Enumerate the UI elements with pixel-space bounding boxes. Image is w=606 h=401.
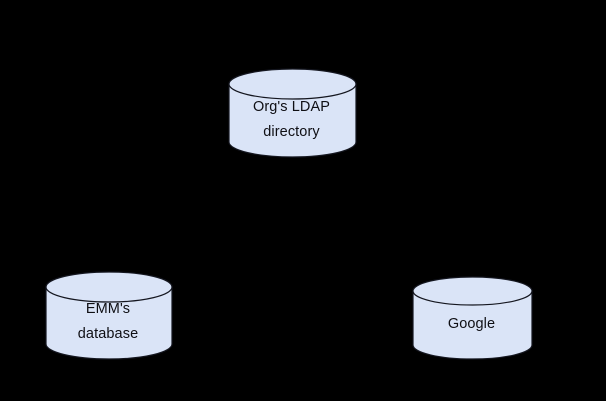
node-emm-database[interactable]: EMM's database bbox=[45, 271, 173, 360]
node-ldap-directory[interactable]: Org's LDAP directory bbox=[228, 68, 357, 158]
database-cylinder-icon bbox=[228, 68, 357, 158]
node-google[interactable]: Google bbox=[412, 276, 533, 360]
database-cylinder-icon bbox=[45, 271, 173, 360]
database-cylinder-icon bbox=[412, 276, 533, 360]
